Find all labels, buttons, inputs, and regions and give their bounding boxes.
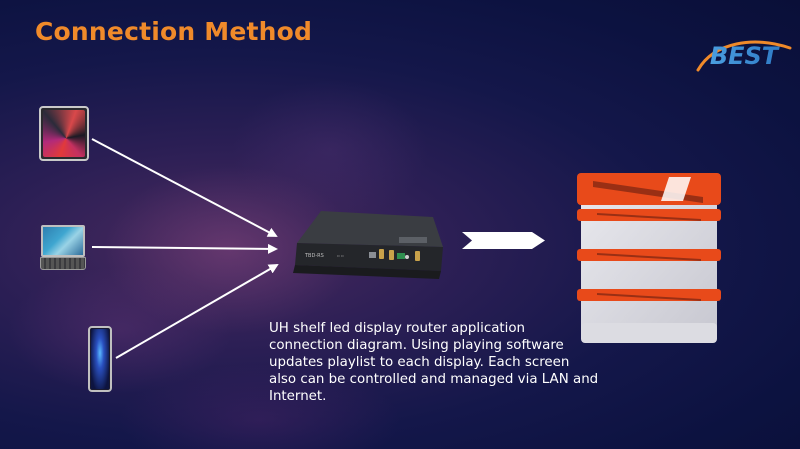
arrow-phone-to-router [115, 263, 279, 359]
arrow-tablet-to-router [91, 138, 278, 237]
flow-arrow [462, 232, 545, 249]
logo-text: BEST [710, 42, 780, 70]
best-logo: BEST [696, 40, 792, 72]
laptop-keyboard [40, 257, 86, 270]
page-title: Connection Method [35, 17, 313, 46]
description-text: UH shelf led display router application … [269, 321, 599, 404]
laptop-icon [41, 225, 85, 257]
tablet-icon [39, 106, 89, 161]
router-device: TBD-RS ▫ ▫ [293, 211, 443, 279]
phone-screen [91, 329, 109, 389]
shelf-led-display [577, 173, 721, 343]
router-label: TBD-RS [304, 253, 324, 259]
phone-icon [88, 326, 112, 392]
svg-text:▫ ▫: ▫ ▫ [337, 253, 344, 258]
tablet-screen [43, 110, 85, 157]
arrow-laptop-to-router [91, 243, 278, 254]
